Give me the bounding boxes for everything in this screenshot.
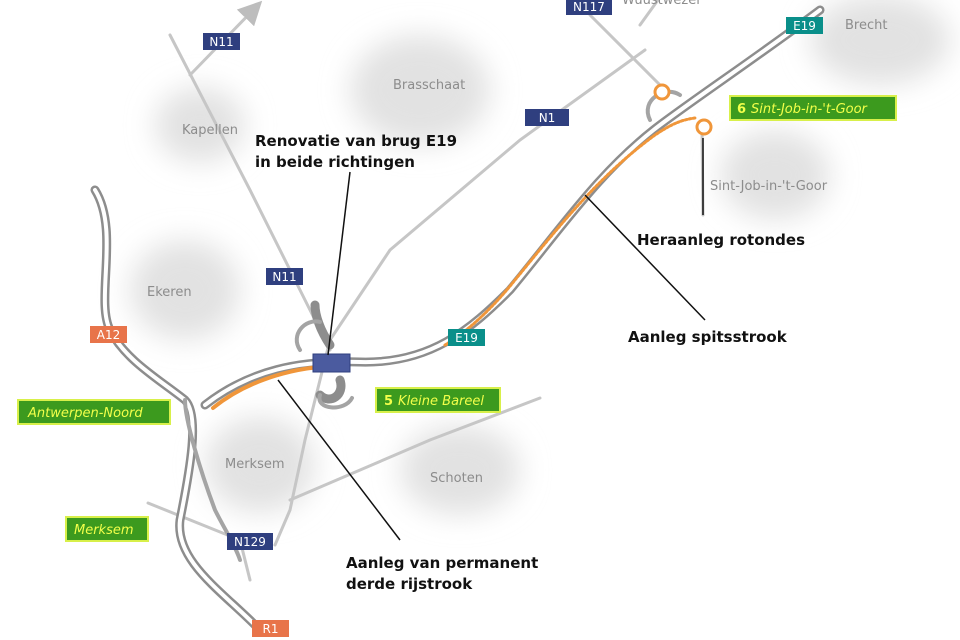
works-peak-lane xyxy=(443,116,697,347)
road-shields: N11 N11 N117 N1 E19 E19 A12 N129 R1 xyxy=(90,0,823,637)
shield-n11-mid: N11 xyxy=(266,268,303,285)
shield-r1: R1 xyxy=(252,620,289,637)
urban-area-schoten xyxy=(400,425,520,515)
callout-rotondes: Heraanleg rotondes xyxy=(637,231,805,249)
callouts: Renovatie van brug E19 in beide richting… xyxy=(255,132,805,593)
town-label-top-partial: Wuustwezel xyxy=(622,0,700,8)
callout-lines xyxy=(277,138,706,541)
callout-line-renovatie xyxy=(327,171,351,356)
road-schoten xyxy=(288,396,542,502)
shield-a12: A12 xyxy=(90,326,127,343)
roundabouts xyxy=(653,83,713,136)
urban-areas xyxy=(130,0,950,515)
shield-e19-top: E19 xyxy=(786,17,823,34)
urban-area-brecht xyxy=(810,0,950,85)
roundabout-south xyxy=(695,118,713,136)
urban-area-brasschaat xyxy=(350,35,490,145)
roundabout-north xyxy=(653,83,671,101)
town-label-brasschaat: Brasschaat xyxy=(393,78,465,93)
shield-e19-mid: E19 xyxy=(448,329,485,346)
svg-text:R1: R1 xyxy=(263,622,279,636)
town-labels: Brasschaat Kapellen Ekeren Merksem Schot… xyxy=(147,0,887,486)
town-label-brecht: Brecht xyxy=(845,18,887,33)
svg-text:Antwerpen-Noord: Antwerpen-Noord xyxy=(27,406,143,421)
town-label-ekeren: Ekeren xyxy=(147,285,192,300)
callout-renovatie-line2: in beide richtingen xyxy=(255,153,415,171)
shield-n129: N129 xyxy=(227,533,273,550)
road-n117-north xyxy=(638,0,660,27)
svg-text:N11: N11 xyxy=(272,270,296,284)
road-n117 xyxy=(588,13,667,92)
svg-text:N1: N1 xyxy=(539,111,556,125)
callout-renovatie-line1: Renovatie van brug E19 xyxy=(255,132,457,150)
svg-text:N11: N11 xyxy=(209,35,233,49)
shield-n117: N117 xyxy=(566,0,612,15)
secondary-roads xyxy=(146,0,705,582)
callout-spitsstrook: Aanleg spitsstrook xyxy=(628,328,788,346)
svg-text:E19: E19 xyxy=(455,331,478,345)
svg-text:A12: A12 xyxy=(97,328,120,342)
town-label-schoten: Schoten xyxy=(430,471,483,486)
svg-text:N117: N117 xyxy=(573,0,605,14)
callout-derde-line2: derde rijstrook xyxy=(346,575,473,593)
town-label-sint-job: Sint-Job-in-'t-Goor xyxy=(710,179,828,194)
svg-text:E19: E19 xyxy=(793,19,816,33)
bridge-e19 xyxy=(312,353,351,373)
shield-n11-top: N11 xyxy=(203,33,240,50)
callout-derde-line1: Aanleg van permanent xyxy=(346,554,538,572)
road-n129 xyxy=(146,501,242,542)
svg-text:N129: N129 xyxy=(234,535,266,549)
svg-text:Merksem: Merksem xyxy=(74,523,134,538)
shield-n1: N1 xyxy=(525,109,569,126)
urban-area-ekeren xyxy=(130,240,240,340)
urban-area-sint-job xyxy=(720,130,830,220)
exit-sign-merksem: Merksem xyxy=(65,516,149,542)
callout-line-spitsstrook xyxy=(584,194,706,321)
exit-sign-antwerpen-noord: Antwerpen-Noord xyxy=(17,399,171,425)
road-n11-north xyxy=(168,33,332,352)
town-label-merksem: Merksem xyxy=(225,457,285,472)
callout-line-derde xyxy=(277,379,401,541)
urban-area-merksem xyxy=(205,417,315,513)
urban-area-kapellen xyxy=(155,87,245,163)
town-label-kapellen: Kapellen xyxy=(182,123,238,138)
